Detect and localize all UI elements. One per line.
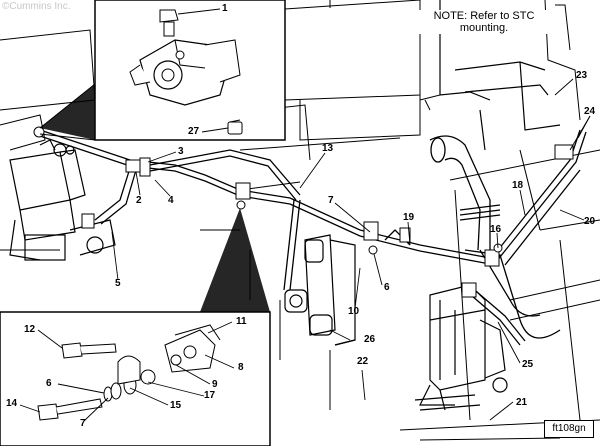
stc-mounting-note: NOTE: Refer to STC mounting. — [418, 10, 550, 34]
callout-21: 21 — [516, 397, 528, 408]
callout-25: 25 — [522, 359, 534, 370]
callout-3: 3 — [178, 146, 184, 157]
callout-13: 13 — [322, 143, 334, 154]
callout-5: 5 — [115, 278, 121, 289]
callout-16: 16 — [490, 224, 502, 235]
detail-callout-11: 11 — [236, 316, 247, 327]
detail-callout-8: 8 — [238, 362, 244, 373]
rocker-cover — [439, 0, 561, 151]
note-line-2: mounting. — [459, 22, 509, 34]
callout-20: 20 — [584, 216, 596, 227]
note-line-1: NOTE: Refer to STC — [433, 10, 535, 22]
callout-1: 1 — [222, 3, 228, 14]
detail-callout-9: 9 — [212, 379, 218, 390]
callout-22: 22 — [357, 356, 369, 367]
detail-callout-14: 14 — [6, 398, 18, 409]
callout-19: 19 — [403, 212, 415, 223]
fuel-pump-body — [9, 139, 116, 261]
callout-18: 18 — [512, 180, 524, 191]
injection-pump — [414, 284, 508, 411]
detail-callout-15: 15 — [170, 400, 182, 411]
callout-23: 23 — [576, 70, 588, 81]
callout-10: 10 — [348, 306, 360, 317]
callout-4: 4 — [168, 195, 174, 206]
callout-6: 6 — [384, 282, 390, 293]
detail-box-clamp — [0, 208, 271, 446]
detail-callout-6: 6 — [46, 378, 52, 389]
detail-callout-12: 12 — [24, 324, 36, 335]
fuel-filter-head — [284, 234, 356, 346]
intake-elbow — [429, 135, 561, 339]
figure-id: ft108gn — [544, 420, 594, 438]
detail-box-fitting — [39, 0, 286, 141]
callout-2: 2 — [136, 195, 142, 206]
leader-lines — [19, 8, 591, 422]
callout-24: 24 — [584, 106, 596, 117]
callout-27: 27 — [188, 126, 200, 137]
detail-callout-17: 17 — [204, 390, 216, 401]
copyright-watermark: ©Cummins Inc. — [2, 1, 71, 12]
detail-callout-7: 7 — [80, 418, 86, 429]
callout-26: 26 — [364, 334, 376, 345]
line-clamps — [33, 126, 574, 298]
callout-7: 7 — [328, 195, 334, 206]
